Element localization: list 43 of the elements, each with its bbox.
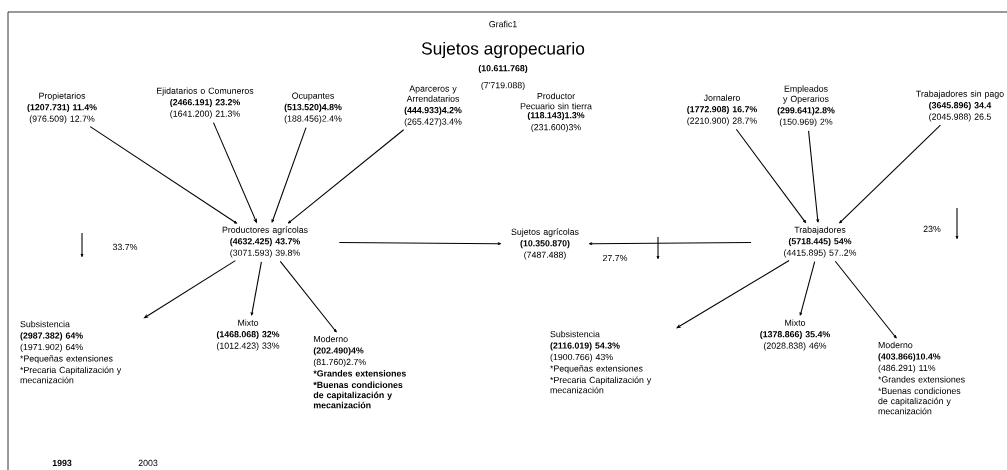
text-label: Productor Pecuario sin tierra	[520, 92, 592, 110]
text-label: 1993	[52, 459, 72, 467]
node-text: Jornalero (1772.908) 16.7% (2210.900) 28.7%	[687, 94, 757, 126]
text-label: (231.600)3%	[531, 123, 581, 133]
node-text: Moderno (202.490)4% (81.760)2.7% *Grandes extensiones *Buenas condiciones de capitalización y mecanización	[313, 335, 406, 409]
text-label: (7'719.088)	[481, 81, 525, 91]
text-label: Grafic1	[489, 20, 517, 28]
arrow	[287, 129, 405, 224]
text-label: (10.611.768)	[478, 64, 528, 74]
node-text: Productores agrícolas (4632.425) 43.7% (3071.593) 39.8%	[222, 226, 308, 258]
node-text: Subsistencia (2116.019) 54.3% (1900.766) 43% *Pequeñas extensiones *Precaria Capitalización y mecanización	[550, 330, 652, 394]
text-label: 27.7%	[602, 254, 628, 262]
arrow	[279, 260, 337, 333]
arrow	[144, 260, 236, 319]
arrow	[839, 124, 941, 224]
arrow	[588, 241, 752, 246]
arrow	[735, 128, 807, 224]
arrow	[212, 122, 257, 223]
node-text: Empleados y Operarios (299.641)2.8% (150.969) 2%	[777, 85, 835, 127]
arrow	[676, 260, 790, 329]
node-text: Sujetos agrícolas (10.350.870) (7487.488)	[511, 228, 579, 260]
arrow	[271, 127, 307, 223]
text-label: 23%	[923, 225, 941, 233]
node-text: Aparceros y Arrendatarios (444.933)4.2% (265.427)3.4%	[404, 85, 462, 127]
arrow	[834, 260, 897, 339]
node-text: Moderno (403.866)10.4% (486.291) 11% *Grandes extensiones *Buenas condiciones de capitalización y mecanización	[878, 341, 965, 415]
arrow	[89, 126, 238, 224]
node-text: Ocupantes (513.520)4.8% (188.456)2.4%	[284, 92, 342, 124]
node-text: Mixto (1468.068) 32% (1012.423) 33%	[216, 319, 280, 351]
node-text: Ejidatarios o Comuneros (2466.191) 23.2% (1641.200) 21.3%	[157, 87, 254, 119]
chart-title: Sujetos agropecuario	[421, 41, 585, 59]
text-label: 33.7%	[112, 243, 138, 251]
node-text: Mixto (1378.866) 35.4% (2028.838) 46%	[760, 319, 830, 351]
node-text: Propietarios (1207.731) 11.4% (976.509) 12.7%	[27, 92, 97, 124]
node-text: Subsistencia (2987.382) 64% (1971.902) 64% *Pequeñas extensiones *Precaria Capitalización y mecanización	[20, 320, 122, 384]
arrow	[808, 130, 820, 223]
arrow	[250, 261, 262, 316]
node-text: Trabajadores sin pago (3645.896) 34.4 (2045.988) 26.5	[916, 90, 1004, 122]
text-label: (118.143)1.3%	[527, 111, 585, 121]
text-label: 2003	[138, 459, 158, 467]
arrow	[338, 242, 502, 246]
arrow	[799, 261, 816, 316]
node-text: Trabajadores (5718.445) 54% (4415.895) 57..2%	[784, 226, 857, 258]
